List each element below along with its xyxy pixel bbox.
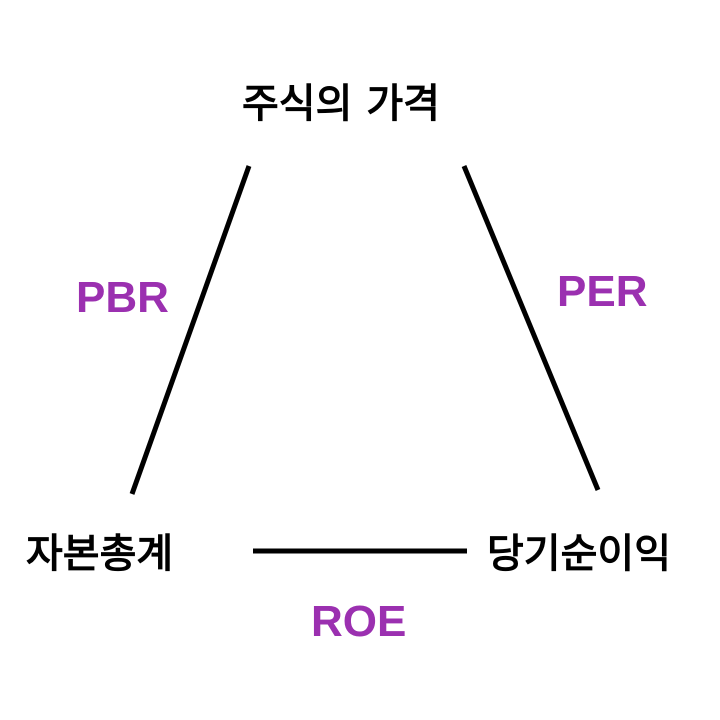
edge-label-pbr: PBR: [76, 273, 169, 322]
edge-label-roe: ROE: [311, 597, 407, 646]
node-net-income: 당기순이익: [487, 531, 671, 577]
node-total-equity: 자본총계: [26, 531, 174, 577]
edge-line-per: [461, 165, 601, 491]
edge-label-per: PER: [557, 267, 648, 316]
node-stock-price: 주식의 가격: [242, 81, 440, 127]
edge-line-pbr: [129, 165, 252, 495]
